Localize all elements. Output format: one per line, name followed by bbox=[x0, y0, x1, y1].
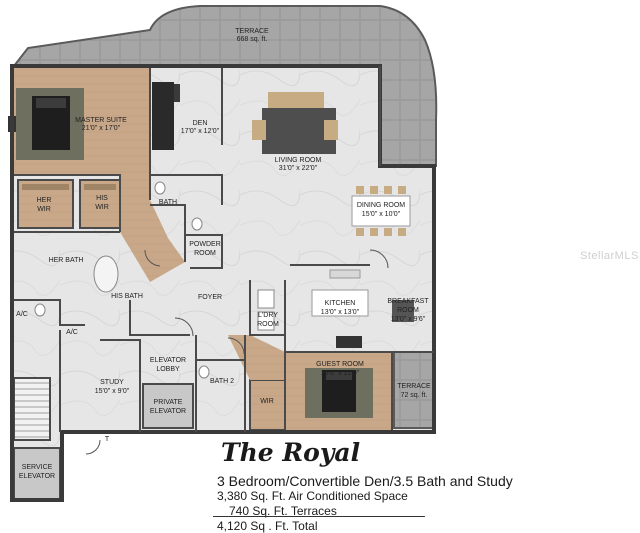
dining-room-label: DINING ROOM bbox=[357, 202, 405, 209]
dining-room-size: 15'0" x 10'0" bbox=[362, 211, 401, 218]
stairwell bbox=[13, 377, 51, 441]
study-label: STUDY bbox=[100, 379, 124, 386]
breakfast-room-size: 13'0" x 9'6" bbox=[391, 316, 426, 323]
stat-terraces: 740 Sq. Ft. Terraces bbox=[229, 504, 337, 518]
divider bbox=[213, 516, 425, 517]
kitchen-island bbox=[311, 269, 369, 348]
plan-title: The Royal bbox=[221, 438, 361, 467]
guest-room-size: 16'6" x 12'0" bbox=[321, 370, 360, 377]
interior-walls bbox=[14, 66, 434, 432]
living-room-size: 31'0" x 22'0" bbox=[279, 165, 318, 172]
breakfast-room-label-2: ROOM bbox=[397, 307, 419, 314]
private-elevator-label-2: ELEVATOR bbox=[150, 408, 186, 415]
room-labels: TERRACE 668 sq. ft. MASTER SUITE 21'0" x… bbox=[16, 28, 431, 480]
breakfast-room-label: BREAKFAST bbox=[387, 298, 429, 305]
powder-room-label: POWDER bbox=[189, 241, 221, 248]
kitchen-size: 13'0" x 13'0" bbox=[321, 309, 360, 316]
her-wir-label-2: WIR bbox=[37, 206, 51, 213]
foyer-label: FOYER bbox=[198, 294, 222, 301]
his-bath-label: HIS BATH bbox=[111, 293, 143, 300]
ac2-label: A/C bbox=[66, 329, 78, 336]
private-elevator-box bbox=[142, 383, 194, 429]
her-bath-tub bbox=[93, 255, 119, 293]
plan-subtitle: 3 Bedroom/Convertible Den/3.5 Bath and S… bbox=[217, 473, 513, 489]
laundry-label-2: ROOM bbox=[257, 321, 279, 328]
terrace-top-size: 668 sq. ft. bbox=[237, 36, 268, 43]
bath-label: BATH bbox=[159, 199, 177, 206]
den-sofa bbox=[152, 82, 180, 150]
terrace-top bbox=[11, 5, 438, 167]
service-elevator-label-2: ELEVATOR bbox=[19, 473, 55, 480]
her-bath-label: HER BATH bbox=[49, 257, 84, 264]
master-suite-size: 21'0" x 17'0" bbox=[82, 125, 121, 132]
terrace-top-label: TERRACE bbox=[235, 28, 269, 35]
kitchen-label: KITCHEN bbox=[325, 300, 356, 307]
guest-wir-floor bbox=[249, 379, 286, 431]
doors bbox=[85, 249, 389, 455]
living-room-label: LIVING ROOM bbox=[275, 157, 322, 164]
study-size: 15'0" x 9'0" bbox=[95, 388, 130, 395]
bath-fixtures bbox=[34, 181, 275, 379]
private-elevator-label: PRIVATE bbox=[154, 399, 183, 406]
guest-room-label: GUEST ROOM bbox=[316, 361, 364, 368]
bath2-label: BATH 2 bbox=[210, 378, 234, 385]
master-suite-label: MASTER SUITE bbox=[75, 117, 127, 124]
elevator-lobby-label-2: LOBBY bbox=[156, 366, 180, 373]
stat-total: 4,120 Sq . Ft. Total bbox=[217, 519, 318, 533]
terrace-small bbox=[393, 351, 435, 429]
stat-ac-space: 3,380 Sq. Ft. Air Conditioned Space bbox=[217, 489, 408, 503]
den-label: DEN bbox=[193, 120, 208, 127]
elevator-lobby-label: ELEVATOR bbox=[150, 357, 186, 364]
living-furniture bbox=[252, 92, 338, 154]
his-wir-label: HIS bbox=[96, 195, 108, 202]
powder-room-label-2: ROOM bbox=[194, 250, 216, 257]
service-elevator-label: SERVICE bbox=[22, 464, 53, 471]
his-wir-label-2: WIR bbox=[95, 204, 109, 211]
service-elevator-box bbox=[13, 447, 61, 501]
terrace-small-label: TERRACE bbox=[397, 383, 431, 390]
trash-label: T bbox=[105, 436, 110, 443]
terrace-small-size: 72 sq. ft. bbox=[401, 392, 428, 399]
breakfast-table bbox=[392, 300, 414, 322]
guest-wir-label: WIR bbox=[260, 398, 274, 405]
watermark: StellarMLS bbox=[580, 250, 639, 262]
den-size: 17'0" x 12'0" bbox=[181, 128, 220, 135]
her-wir-label: HER bbox=[37, 197, 52, 204]
laundry-label: L'DRY bbox=[258, 312, 278, 319]
dining-table bbox=[351, 186, 411, 236]
ac1-label: A/C bbox=[16, 311, 28, 318]
